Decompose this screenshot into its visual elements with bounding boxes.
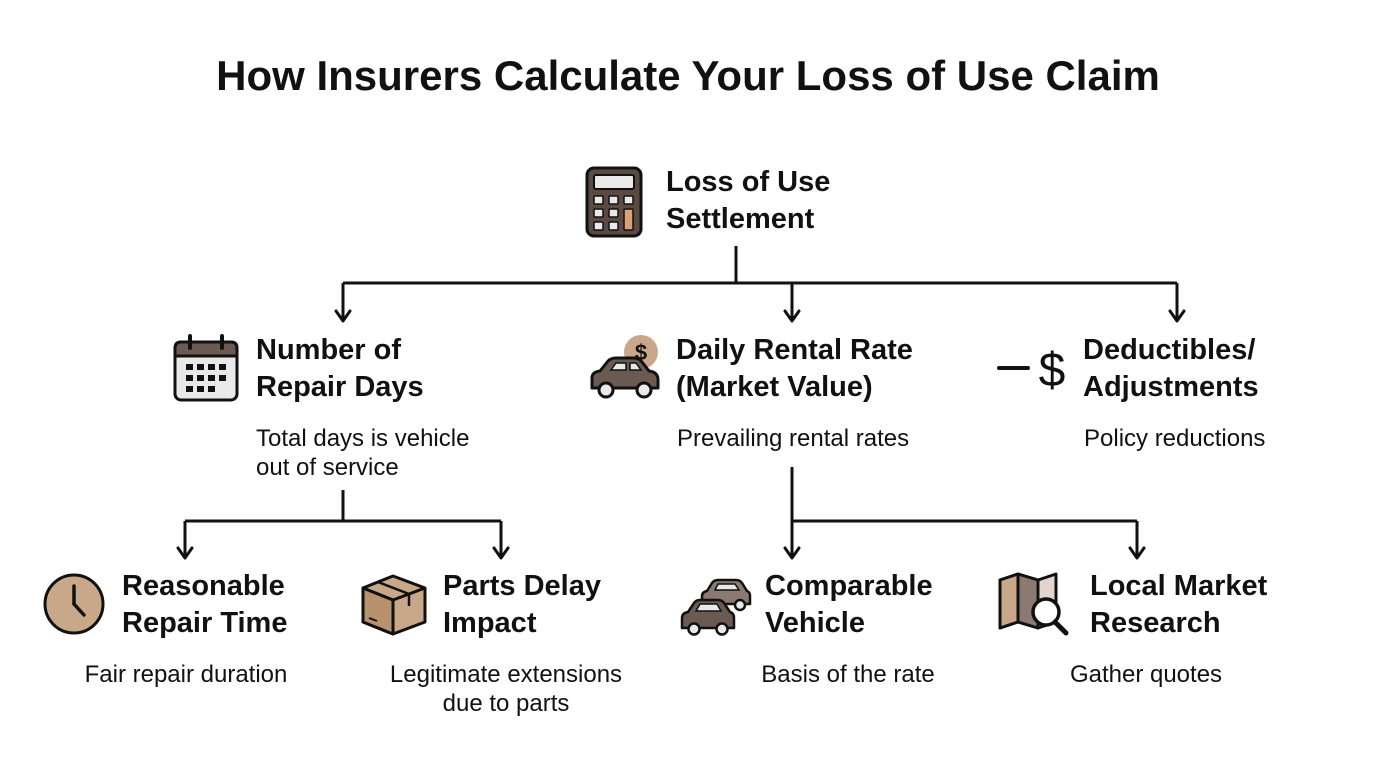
repair-time-label-line-2: Repair Time xyxy=(122,607,288,639)
market-research-desc: Gather quotes xyxy=(996,660,1296,689)
repair-days-desc-line-1: Total days is vehicle xyxy=(256,425,470,452)
svg-text:$: $ xyxy=(1039,344,1066,396)
market-research-label: Local Market Research xyxy=(1090,568,1267,642)
minus-dollar-icon: $ xyxy=(997,344,1066,396)
rental-rate-label-line-2: (Market Value) xyxy=(676,371,873,403)
parts-delay-label-line-2: Impact xyxy=(443,607,537,639)
root-label-line-1: Loss of Use xyxy=(666,166,831,198)
repair-time-desc-line-1: Fair repair duration xyxy=(84,661,288,688)
comparable-vehicle-label-line-2: Vehicle xyxy=(765,607,865,639)
clock-icon xyxy=(43,573,105,635)
deductibles-desc: Policy reductions xyxy=(1084,424,1265,453)
deductibles-label: Deductibles/ Adjustments xyxy=(1083,332,1259,406)
repair-time-label-line-1: Reasonable xyxy=(122,570,285,602)
repair-days-label: Number of Repair Days xyxy=(256,332,424,406)
rental-rate-label: Daily Rental Rate (Market Value) xyxy=(676,332,913,406)
repair-days-label-line-1: Number of xyxy=(256,334,401,366)
market-research-label-line-1: Local Market xyxy=(1090,570,1268,602)
rental-rate-desc-line-1: Prevailing rental rates xyxy=(677,425,910,452)
parts-delay-desc-line-2: due to parts xyxy=(442,690,570,717)
page-title: How Insurers Calculate Your Loss of Use … xyxy=(216,52,1160,99)
comparable-vehicle-desc-line-1: Basis of the rate xyxy=(761,661,935,688)
parts-delay-desc: Legitimate extensions due to parts xyxy=(356,660,656,718)
box-icon xyxy=(361,574,427,636)
parts-delay-label: Parts Delay Impact xyxy=(443,568,601,642)
calculator-icon xyxy=(585,166,643,238)
parts-delay-label-line-1: Parts Delay xyxy=(443,570,601,602)
deductibles-label-line-2: Adjustments xyxy=(1083,371,1259,403)
root-label: Loss of Use Settlement xyxy=(666,164,830,238)
comparable-vehicle-label: Comparable Vehicle xyxy=(765,568,933,642)
rental-rate-desc: Prevailing rental rates xyxy=(677,424,909,453)
deductibles-label-line-1: Deductibles/ xyxy=(1083,334,1256,366)
market-research-label-line-2: Research xyxy=(1090,607,1221,639)
calendar-icon xyxy=(173,334,239,402)
root-label-line-2: Settlement xyxy=(666,203,815,235)
map-search-icon xyxy=(998,572,1069,636)
cars-icon xyxy=(680,578,752,636)
repair-days-label-line-2: Repair Days xyxy=(256,371,424,403)
rental-rate-label-line-1: Daily Rental Rate xyxy=(676,334,913,366)
deductibles-desc-line-1: Policy reductions xyxy=(1084,425,1266,452)
repair-days-desc-line-2: out of service xyxy=(256,454,399,481)
parts-delay-desc-line-1: Legitimate extensions xyxy=(389,661,623,688)
comparable-vehicle-desc: Basis of the rate xyxy=(698,660,998,689)
car-dollar-icon: $ xyxy=(590,335,660,399)
repair-time-label: Reasonable Repair Time xyxy=(122,568,287,642)
repair-days-desc: Total days is vehicle out of service xyxy=(256,424,469,482)
repair-time-desc: Fair repair duration xyxy=(36,660,336,689)
market-research-desc-line-1: Gather quotes xyxy=(1069,661,1223,688)
comparable-vehicle-label-line-1: Comparable xyxy=(765,570,933,602)
